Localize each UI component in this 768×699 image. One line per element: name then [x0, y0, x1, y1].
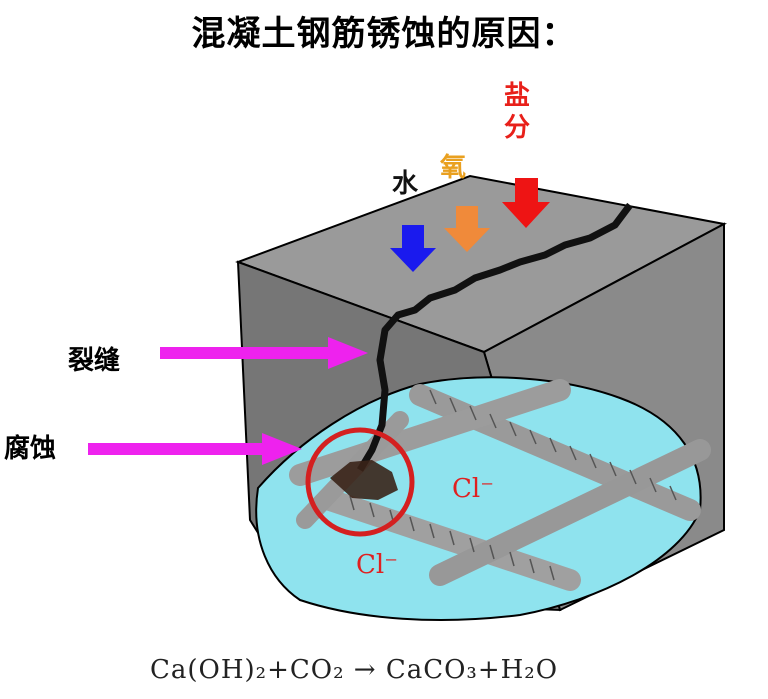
rebar-ribs: [349, 389, 677, 581]
label-crack: 裂缝: [68, 346, 121, 376]
crack-pointer-arrow-icon: [160, 337, 368, 369]
page-title: 混凝土钢筋锈蚀的原因：: [191, 14, 577, 54]
corrosion-pointer-arrow-icon: [88, 433, 302, 465]
label-oxygen: 氧: [440, 153, 467, 183]
chloride-label-2: Cl⁻: [356, 550, 398, 580]
rebar-3: [289, 379, 571, 486]
corrosion-spot: [330, 460, 398, 500]
rebar-2: [319, 489, 581, 591]
label-corrosion: 腐蚀: [4, 434, 57, 464]
reaction-formula: Ca(OH)₂+CO₂ → CaCO₃+H₂O: [150, 655, 559, 685]
salt-arrow-icon: [502, 178, 550, 228]
corrosion-ring: [305, 427, 415, 537]
oxygen-arrow-icon: [444, 206, 490, 252]
label-salt: 盐分: [504, 81, 531, 143]
chloride-label-1: Cl⁻: [452, 474, 494, 504]
water-arrow-icon: [390, 225, 436, 272]
label-water: 水: [392, 169, 419, 199]
rebar-4: [429, 439, 711, 586]
crack-line: [356, 202, 633, 472]
